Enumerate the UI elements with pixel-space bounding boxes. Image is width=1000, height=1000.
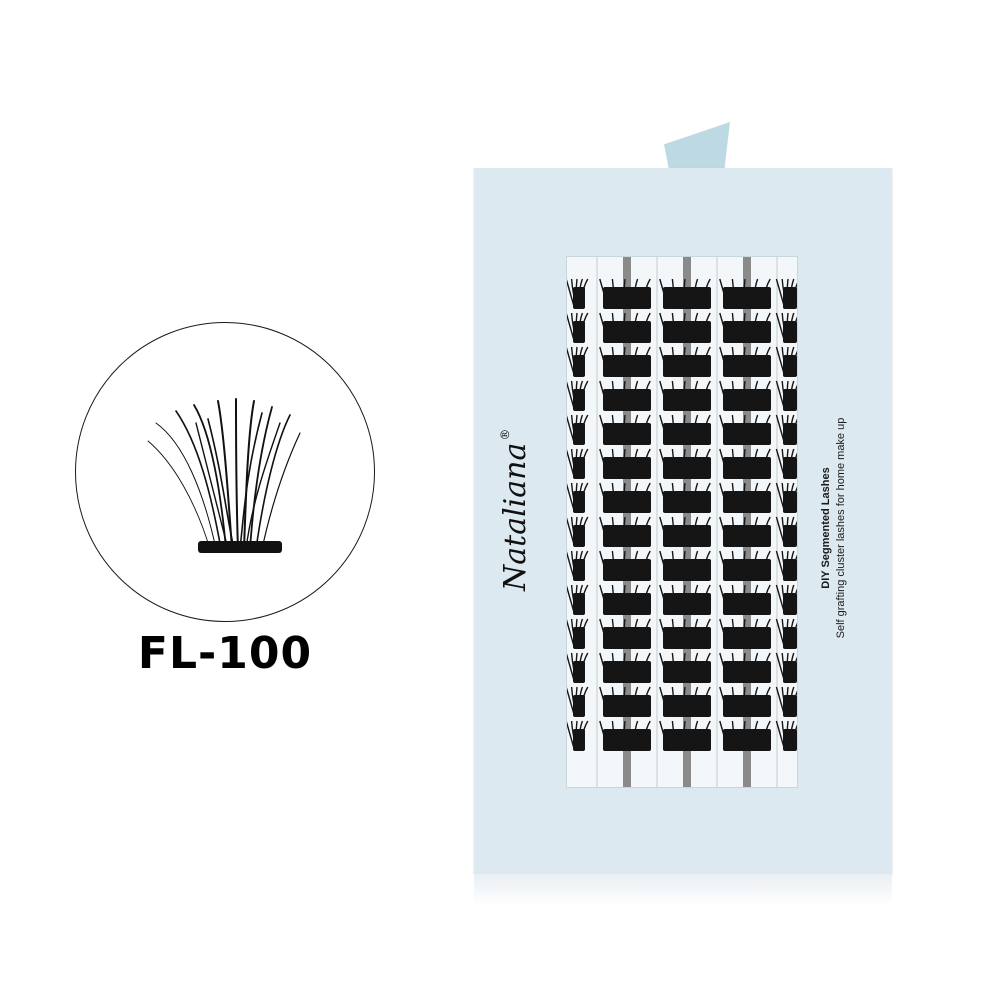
lash-cluster bbox=[659, 618, 711, 649]
lash-cluster bbox=[775, 516, 797, 547]
lash-cluster bbox=[599, 720, 651, 751]
brand-logo: Nataliana® bbox=[498, 429, 546, 591]
lash-cluster bbox=[599, 380, 651, 411]
lash-cluster bbox=[719, 380, 771, 411]
lash-cluster bbox=[775, 550, 797, 581]
lash-cluster bbox=[599, 516, 651, 547]
product-tagline: DIY Segmented Lashes Self grafting clust… bbox=[820, 318, 860, 738]
lash-cluster bbox=[659, 720, 711, 751]
lash-cluster bbox=[599, 278, 651, 309]
lash-cluster bbox=[719, 652, 771, 683]
lash-cluster bbox=[775, 346, 797, 377]
lash-cluster bbox=[567, 584, 589, 615]
lash-cluster bbox=[659, 550, 711, 581]
lash-cluster bbox=[775, 652, 797, 683]
registered-mark: ® bbox=[498, 428, 512, 441]
lash-cluster bbox=[659, 312, 711, 343]
lash-cluster bbox=[599, 652, 651, 683]
lash-cluster bbox=[775, 686, 797, 717]
box-reflection bbox=[474, 874, 892, 906]
lash-cluster bbox=[567, 550, 589, 581]
lash-cluster bbox=[719, 312, 771, 343]
lash-cluster bbox=[719, 346, 771, 377]
lash-tray-window bbox=[566, 256, 798, 788]
lash-cluster bbox=[567, 380, 589, 411]
lash-cluster bbox=[719, 448, 771, 479]
lash-cluster bbox=[659, 414, 711, 445]
lash-cluster bbox=[719, 516, 771, 547]
lash-cluster bbox=[719, 278, 771, 309]
product-title: DIY Segmented Lashes bbox=[820, 467, 832, 589]
lash-cluster-closeup bbox=[75, 322, 375, 622]
lash-cluster bbox=[775, 278, 797, 309]
lash-band bbox=[743, 257, 751, 787]
lash-cluster bbox=[659, 278, 711, 309]
lash-cluster bbox=[599, 448, 651, 479]
lash-cluster bbox=[659, 346, 711, 377]
lash-cluster bbox=[719, 550, 771, 581]
lash-cluster bbox=[659, 380, 711, 411]
lash-cluster bbox=[775, 414, 797, 445]
lash-cluster bbox=[775, 482, 797, 513]
lash-cluster bbox=[719, 720, 771, 751]
lash-cluster bbox=[567, 720, 589, 751]
lash-cluster bbox=[567, 516, 589, 547]
lash-cluster bbox=[599, 686, 651, 717]
lash-cluster bbox=[567, 482, 589, 513]
lash-cluster bbox=[719, 618, 771, 649]
lash-cluster bbox=[775, 584, 797, 615]
lash-cluster bbox=[567, 312, 589, 343]
lash-cluster bbox=[599, 482, 651, 513]
lash-cluster-icon bbox=[147, 398, 301, 553]
lash-cluster bbox=[775, 380, 797, 411]
lash-cluster bbox=[775, 312, 797, 343]
lash-cluster bbox=[567, 448, 589, 479]
lash-cluster bbox=[659, 584, 711, 615]
lash-cluster bbox=[599, 346, 651, 377]
lash-cluster bbox=[599, 584, 651, 615]
lash-cluster bbox=[659, 652, 711, 683]
lash-cluster bbox=[659, 482, 711, 513]
lash-cluster bbox=[567, 346, 589, 377]
lash-cluster bbox=[567, 414, 589, 445]
model-number: FL-100 bbox=[137, 628, 313, 679]
lash-cluster bbox=[599, 414, 651, 445]
lash-cluster bbox=[599, 618, 651, 649]
lash-cluster bbox=[775, 448, 797, 479]
lash-cluster bbox=[659, 448, 711, 479]
lash-cluster bbox=[567, 652, 589, 683]
lash-band bbox=[683, 257, 691, 787]
lash-cluster bbox=[567, 618, 589, 649]
lash-cluster bbox=[719, 584, 771, 615]
lash-cluster bbox=[567, 686, 589, 717]
lash-cluster bbox=[719, 482, 771, 513]
lash-cluster bbox=[659, 686, 711, 717]
lash-cluster bbox=[775, 618, 797, 649]
lash-band bbox=[623, 257, 631, 787]
lash-cluster bbox=[599, 550, 651, 581]
brand-name: Nataliana bbox=[498, 442, 533, 591]
lash-cluster bbox=[775, 720, 797, 751]
lash-cluster bbox=[719, 414, 771, 445]
lash-cluster bbox=[599, 312, 651, 343]
lash-cluster bbox=[719, 686, 771, 717]
lash-cluster bbox=[659, 516, 711, 547]
lash-tray-strips bbox=[567, 257, 797, 787]
lash-cluster bbox=[567, 278, 589, 309]
product-subtitle: Self grafting cluster lashes for home ma… bbox=[835, 417, 847, 639]
